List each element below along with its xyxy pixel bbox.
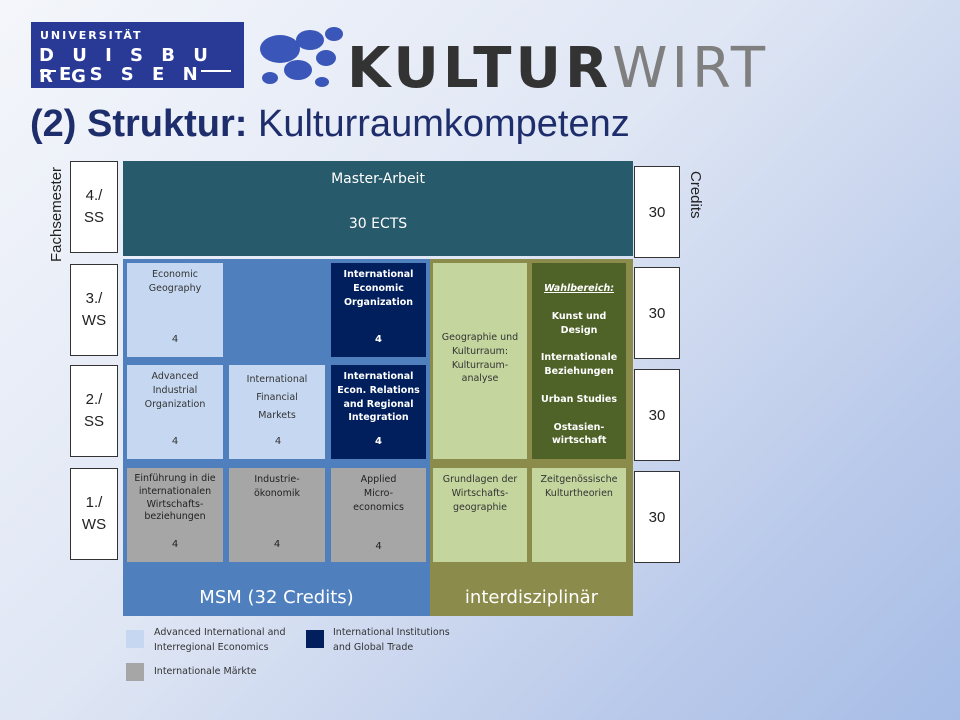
- uni-logo-line3: E S S E N: [59, 64, 204, 85]
- master-thesis-title: Master-Arbeit: [331, 171, 425, 187]
- module-credits: 4: [274, 435, 282, 447]
- module-zeitgenoessische-kulturtheorien: Zeitgenössische Kulturtheorien: [532, 468, 626, 562]
- module-name: Geographie und Kulturraum: Kulturraum-an…: [441, 332, 519, 385]
- credits-semester-2: 30: [634, 369, 680, 461]
- semester-3: 3./ WS: [70, 264, 118, 356]
- credits-semester-1: 30: [634, 471, 680, 563]
- module-credits: 4: [171, 538, 179, 550]
- module-name: International Econ. Relations and Region…: [337, 371, 420, 424]
- master-thesis-block: Master-Arbeit 30 ECTS: [123, 161, 633, 256]
- semester-2: 2./ SS: [70, 365, 118, 457]
- module-credits: 4: [171, 435, 179, 447]
- module-credits: 4: [273, 538, 281, 550]
- credits-semester-4: 30: [634, 166, 680, 258]
- module-international-econ-relations: International Econ. Relations and Region…: [331, 365, 426, 459]
- msm-column-label: MSM (32 Credits): [199, 587, 354, 608]
- wahlbereich-item: Kunst und Design: [551, 310, 607, 336]
- module-name: Grundlagen der Wirtschafts-geographie: [442, 474, 518, 513]
- wahlbereich-block: Wahlbereich: Kunst und Design Internatio…: [532, 263, 626, 459]
- module-name: Advanced Industrial Organization: [144, 371, 206, 410]
- master-thesis-ects: 30 ECTS: [348, 216, 408, 232]
- module-name: Einführung in die internationalen Wirtsc…: [134, 473, 216, 523]
- module-name: Applied Micro-economics: [353, 474, 404, 513]
- module-credits: 4: [375, 540, 382, 552]
- interdisciplinary-column-label: interdisziplinär: [464, 587, 599, 608]
- module-name: Industrie-ökonomik: [253, 474, 300, 499]
- wahlbereich-title: Wahlbereich:: [543, 283, 615, 294]
- wahlbereich-item: Urban Studies: [541, 393, 617, 405]
- module-credits: 4: [375, 435, 382, 447]
- bubbles-icon: [260, 27, 343, 87]
- page-title: (2) Struktur: Kulturraumkompetenz: [30, 103, 630, 146]
- module-geographie-kulturraum: Geographie und Kulturraum: Kulturraum-an…: [433, 263, 527, 459]
- semester-4: 4./ SS: [70, 161, 118, 253]
- university-logo: UNIVERSITÄT D U I S B U R G E S S E N: [31, 22, 244, 88]
- fachsemester-label: Fachsemester: [48, 166, 65, 262]
- module-name: Economic Geography: [148, 269, 202, 294]
- wahlbereich-item: Ostasien-wirtschaft: [552, 421, 607, 447]
- module-name: International Financial Markets: [246, 374, 308, 422]
- legend-swatch-advanced-international: [126, 630, 144, 648]
- module-advanced-industrial-organization: Advanced Industrial Organization 4: [127, 365, 223, 459]
- module-credits: 4: [375, 333, 382, 345]
- module-international-financial-markets: International Financial Markets 4: [229, 365, 325, 459]
- module-einfuehrung-internationale-wirtschaftsbeziehungen: Einführung in die internationalen Wirtsc…: [127, 468, 223, 562]
- credits-label: Credits: [687, 171, 704, 219]
- module-credits: 4: [171, 333, 179, 345]
- module-grundlagen-wirtschaftsgeographie: Grundlagen der Wirtschafts-geographie: [433, 468, 527, 562]
- brand-main: KULTUR: [347, 36, 613, 101]
- brand-wordmark: KULTURWIRT: [347, 36, 769, 101]
- wahlbereich-item: Internationale Beziehungen: [540, 352, 618, 378]
- legend-label-advanced-international: Advanced International and Interregional…: [154, 627, 286, 653]
- module-industrieoekonomik: Industrie-ökonomik 4: [229, 468, 325, 562]
- title-rest: Kulturraumkompetenz: [247, 103, 630, 145]
- kulturwirt-logo: KULTURWIRT: [252, 14, 932, 101]
- title-prefix: (2) Struktur:: [30, 103, 248, 145]
- brand-sub: WIRT: [612, 36, 770, 101]
- uni-logo-line1: UNIVERSITÄT: [40, 29, 143, 42]
- module-name: International Economic Organization: [343, 269, 414, 308]
- legend-label-international-institutions: International Institutions and Global Tr…: [333, 627, 450, 653]
- module-international-economic-organization: International Economic Organization 4: [331, 263, 426, 357]
- module-economic-geography: Economic Geography 4: [127, 263, 223, 357]
- credits-semester-3: 30: [634, 267, 680, 359]
- module-name: Zeitgenössische Kulturtheorien: [540, 474, 618, 499]
- legend-swatch-international-institutions: [306, 630, 324, 648]
- module-applied-microeconomics: Applied Micro-economics 4: [331, 468, 426, 562]
- legend-label-internationale-maerkte: Internationale Märkte: [154, 666, 257, 677]
- semester-1: 1./ WS: [70, 468, 118, 560]
- legend-swatch-internationale-maerkte: [126, 663, 144, 681]
